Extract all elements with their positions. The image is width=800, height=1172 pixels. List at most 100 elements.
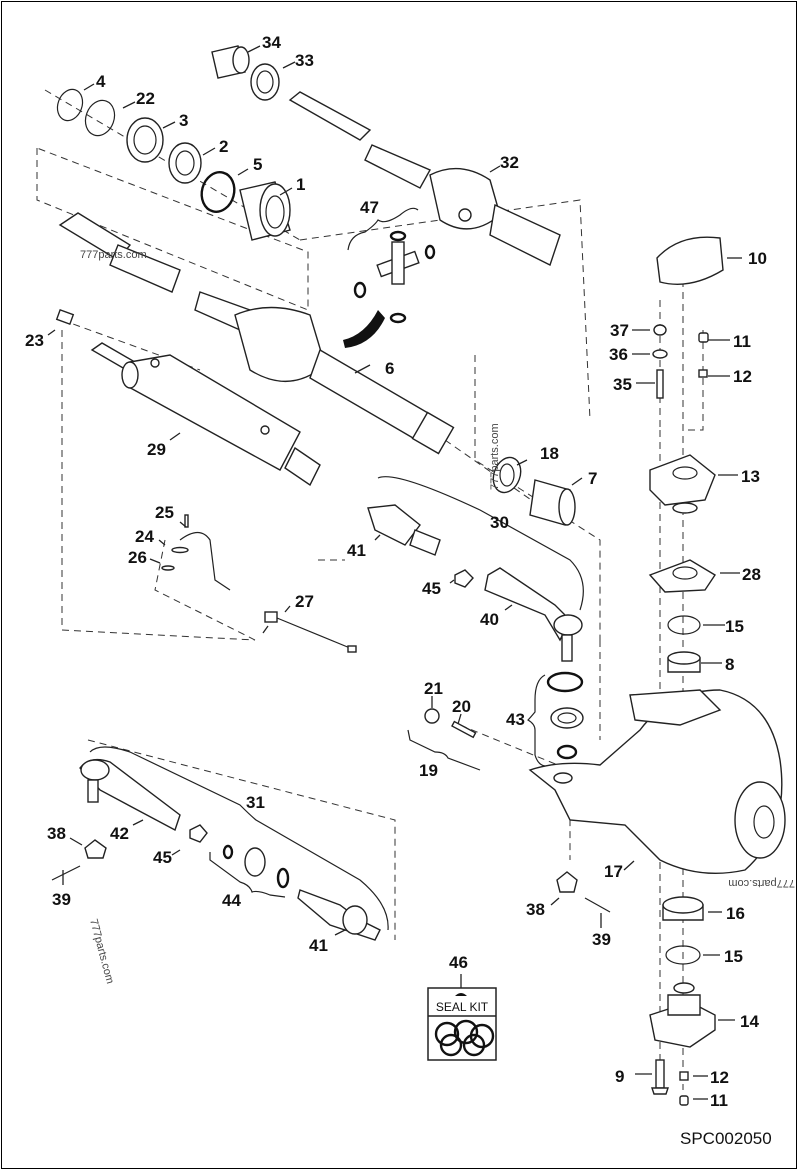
part-18-seal — [492, 456, 522, 494]
part-41-inner-tie-rod-lower — [297, 889, 381, 941]
bracket-47 — [347, 207, 419, 251]
part-42-tie-rod-end-lower — [79, 758, 181, 832]
callout-45-lower: 45 — [153, 848, 172, 867]
part-5-o-ring — [200, 171, 236, 213]
callout-27: 27 — [295, 592, 314, 611]
part-3-bearing — [126, 117, 164, 163]
part-45-jam-nut-upper — [454, 569, 474, 588]
callout-11-bottom: 11 — [710, 1091, 728, 1110]
callout-33: 33 — [295, 51, 314, 70]
part-7-bushing — [529, 479, 576, 526]
drawing-code: SPC002050 — [680, 1129, 772, 1148]
callout-45-upper: 45 — [422, 579, 441, 598]
callout-3: 3 — [179, 111, 188, 130]
part-21-nut — [424, 708, 440, 724]
watermark-rotated: 777parts.com — [87, 918, 116, 985]
callout-13: 13 — [741, 467, 760, 486]
part-39-cotter-pin-right — [584, 897, 611, 913]
part-2-seal — [168, 142, 202, 184]
part-29-steering-cylinder — [90, 342, 321, 487]
part-10-cap — [656, 236, 724, 285]
callout-12-bottom: 12 — [710, 1068, 729, 1087]
callout-46: 46 — [449, 953, 468, 972]
callout-47: 47 — [360, 198, 379, 217]
part-14-lower-pivot — [649, 982, 716, 1048]
bracket-30 — [377, 476, 584, 611]
callout-11-top: 11 — [733, 332, 751, 351]
callout-43: 43 — [506, 710, 525, 729]
part-23-bolt — [55, 309, 75, 325]
part-27-harness — [264, 611, 357, 653]
callout-4: 4 — [96, 72, 106, 91]
callout-15-bottom: 15 — [724, 947, 743, 966]
seal-kit-box: SEAL KIT — [427, 974, 497, 1061]
part-33-seal — [250, 63, 280, 101]
part-45-jam-nut-lower — [189, 824, 208, 843]
callout-9: 9 — [615, 1067, 624, 1086]
watermark-top: 777parts.com — [80, 249, 147, 261]
callout-22: 22 — [136, 89, 155, 108]
callout-30: 30 — [490, 513, 509, 532]
part-15-o-ring-bottom — [665, 945, 701, 965]
part-12-grease-fitting-top — [698, 369, 708, 378]
callout-10: 10 — [748, 249, 767, 268]
callout-42: 42 — [110, 824, 129, 843]
part-12-grease-fitting-bottom — [679, 1071, 689, 1081]
seal-kit-label: SEAL KIT — [436, 1000, 489, 1014]
leader-lines — [47, 45, 742, 1100]
callout-20: 20 — [452, 697, 471, 716]
part-32-stub-shaft — [288, 91, 561, 266]
part-28-shim — [648, 559, 716, 593]
part-11-grease-cap-bottom — [679, 1095, 689, 1106]
callout-23: 23 — [25, 331, 44, 350]
callout-36: 36 — [609, 345, 628, 364]
callout-21: 21 — [424, 679, 443, 698]
part-9-bolt — [651, 1059, 669, 1095]
callout-24: 24 — [135, 527, 154, 546]
part-11-grease-cap-top — [698, 332, 709, 343]
callout-29: 29 — [147, 440, 166, 459]
callout-6: 6 — [385, 359, 394, 378]
callout-5: 5 — [253, 155, 262, 174]
part-22-snap-ring — [84, 99, 116, 137]
callout-15-top: 15 — [725, 617, 744, 636]
bracket-43 — [527, 674, 546, 767]
part-24-25-26-sensor — [161, 514, 231, 591]
callout-19: 19 — [419, 761, 438, 780]
callout-16: 16 — [726, 904, 745, 923]
part-8-bushing — [667, 651, 701, 673]
part-6-drive-shaft — [58, 212, 455, 455]
callout-41-upper: 41 — [347, 541, 366, 560]
callout-32: 32 — [500, 153, 519, 172]
callout-39-left: 39 — [52, 890, 71, 909]
callout-31: 31 — [246, 793, 265, 812]
part-35-stud — [656, 369, 664, 399]
callout-labels: 34 33 4 22 3 2 5 1 47 32 10 37 36 35 11 … — [25, 33, 767, 1110]
callout-1: 1 — [296, 175, 305, 194]
bracket-31 — [89, 746, 389, 931]
callout-38-left: 38 — [47, 824, 66, 843]
part-34-bushing — [211, 45, 250, 79]
callout-38-right: 38 — [526, 900, 545, 919]
part-37-nut — [653, 324, 667, 336]
seal-kit-mark-icon — [455, 993, 467, 996]
bracket-44 — [209, 852, 286, 898]
bracket-19 — [407, 729, 481, 771]
callout-39-right: 39 — [592, 930, 611, 949]
callout-26: 26 — [128, 548, 147, 567]
part-13-upper-pivot — [649, 454, 716, 514]
arrow-to-u-joint-icon — [343, 310, 385, 348]
part-38-castle-nut-left — [84, 839, 107, 859]
callout-25: 25 — [155, 503, 174, 522]
callout-28: 28 — [742, 565, 761, 584]
part-39-cotter-pin-left — [51, 865, 81, 881]
part-4-snap-ring — [56, 88, 84, 122]
part-43-seal-kit-parts — [546, 671, 584, 760]
watermark-vertical: 777parts.com — [489, 423, 501, 490]
callout-14: 14 — [740, 1012, 759, 1031]
callout-18: 18 — [540, 444, 559, 463]
callout-44: 44 — [222, 891, 241, 910]
watermark-upside-down: 777parts.com — [728, 877, 795, 889]
